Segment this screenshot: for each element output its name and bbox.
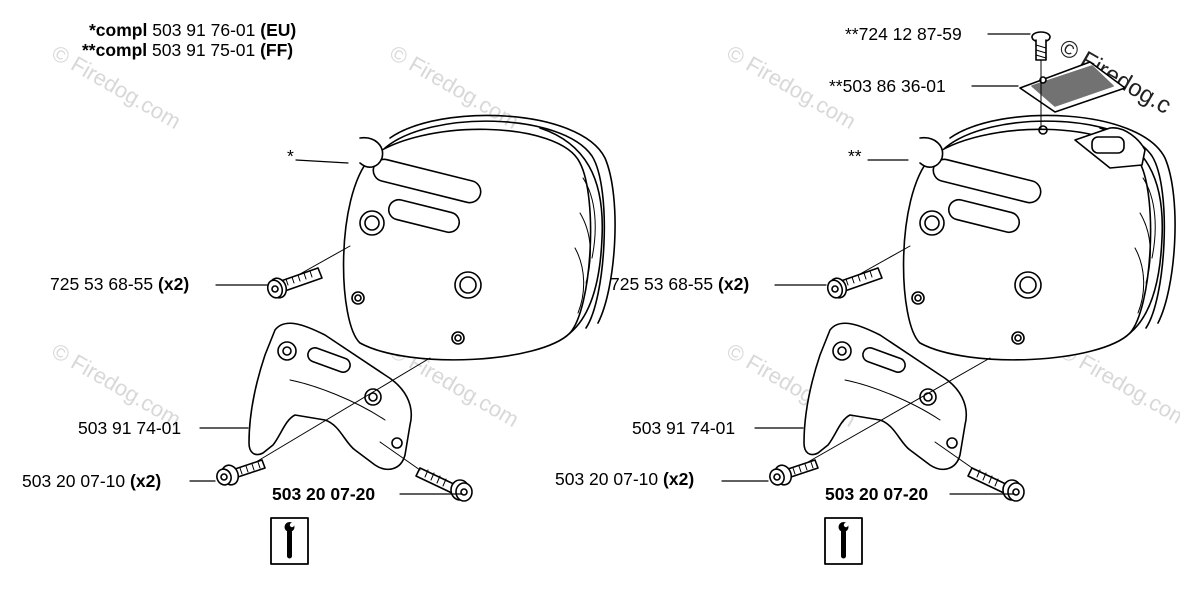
right-bolt-number: 725 53 68-55 xyxy=(610,274,714,294)
right-handle-tab xyxy=(1074,127,1146,169)
left-screw-label: 503 20 07-10 (x2) xyxy=(22,471,161,491)
right-spark-screen xyxy=(1019,61,1126,135)
right-top-screw-label: **724 12 87-59 xyxy=(845,24,962,44)
left-screw-number: 503 20 07-10 xyxy=(22,471,126,491)
left-compl-ff-label: **compl 503 91 75-01 (FF) xyxy=(82,40,293,60)
left-bolt-label: 725 53 68-55 (x2) xyxy=(50,274,189,294)
left-compl-eu-label: *compl 503 91 76-01 (EU) xyxy=(89,20,296,40)
left-bolt-qty: (x2) xyxy=(158,274,190,294)
compl-eu-number: 503 91 76-01 xyxy=(152,20,256,40)
left-bolt-axis xyxy=(299,245,351,275)
right-bolt xyxy=(824,267,883,301)
right-top-screw xyxy=(1031,31,1051,129)
right-screen-label: **503 86 36-01 xyxy=(829,76,946,96)
left-muffler-leader xyxy=(295,159,349,164)
right-bolt-label: 725 53 68-55 (x2) xyxy=(610,274,749,294)
compl-eu-prefix: *compl xyxy=(89,20,148,40)
left-bolt2 xyxy=(415,467,473,502)
right-screw xyxy=(766,459,819,488)
left-bracket-label: 503 91 74-01 xyxy=(78,418,182,438)
left-info-icon xyxy=(271,518,308,564)
left-bolt2-label: 503 20 07-20 xyxy=(272,484,376,504)
right-bolt2-axis xyxy=(934,441,976,471)
left-bolt-number: 725 53 68-55 xyxy=(50,274,154,294)
right-bracket-label: 503 91 74-01 xyxy=(632,418,736,438)
compl-eu-region: (EU) xyxy=(260,20,297,40)
right-info-icon xyxy=(825,518,862,564)
compl-ff-region: (FF) xyxy=(260,40,294,60)
right-screw-label: 503 20 07-10 (x2) xyxy=(555,469,694,489)
right-screw-number: 503 20 07-10 xyxy=(555,469,659,489)
right-screw-qty: (x2) xyxy=(663,469,695,489)
right-bolt2 xyxy=(967,467,1025,502)
right-bolt-qty: (x2) xyxy=(718,274,750,294)
right-screw-axis xyxy=(807,357,991,463)
compl-ff-number: 503 91 75-01 xyxy=(152,40,256,60)
left-muffler-ref: * xyxy=(287,146,294,166)
left-bolt xyxy=(264,267,323,301)
compl-ff-prefix: **compl xyxy=(82,40,148,60)
left-bolt2-axis xyxy=(379,441,421,471)
right-bolt-axis xyxy=(859,245,911,275)
left-screw-qty: (x2) xyxy=(130,471,162,491)
right-muffler-ref: ** xyxy=(848,146,862,166)
left-muffler xyxy=(342,114,616,361)
left-screw-axis xyxy=(255,357,431,463)
left-screw xyxy=(213,459,266,488)
right-bolt2-label: 503 20 07-20 xyxy=(825,484,929,504)
